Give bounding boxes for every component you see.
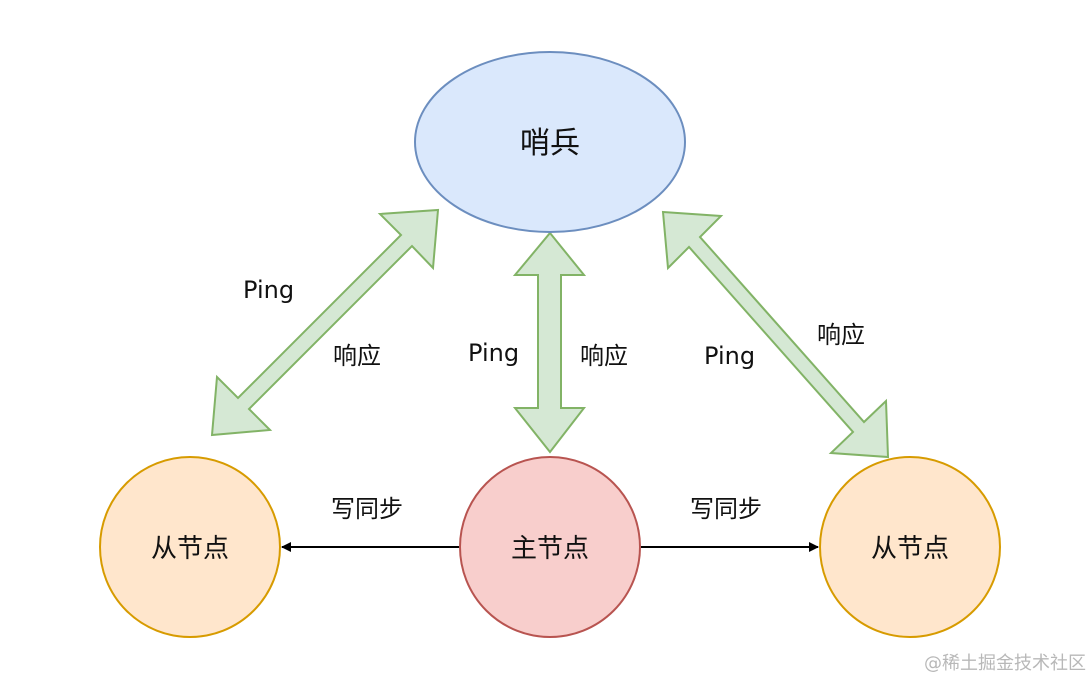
master-node [459, 456, 641, 638]
center-response-label: 响应 [580, 342, 628, 370]
left-ping-label: Ping [243, 276, 294, 304]
sentinel-label: 哨兵 [520, 126, 580, 161]
slave-node-right [819, 456, 1001, 638]
slave-node-left [99, 456, 281, 638]
ping-arrow-center [512, 231, 587, 454]
right-ping-label: Ping [704, 342, 755, 370]
slave-left-label: 从节点 [151, 534, 229, 564]
sync-right-label: 写同步 [690, 495, 762, 523]
left-response-label: 响应 [333, 342, 381, 370]
ping-arrow-right [661, 210, 890, 459]
ping-arrow-left [210, 208, 440, 437]
center-ping-label: Ping [468, 339, 519, 367]
master-label: 主节点 [511, 534, 589, 564]
sync-left-label: 写同步 [331, 495, 403, 523]
sentinel-node [414, 51, 686, 233]
watermark-text: @稀土掘金技术社区 [924, 653, 1086, 674]
slave-right-label: 从节点 [871, 534, 949, 564]
right-response-label: 响应 [817, 321, 865, 349]
